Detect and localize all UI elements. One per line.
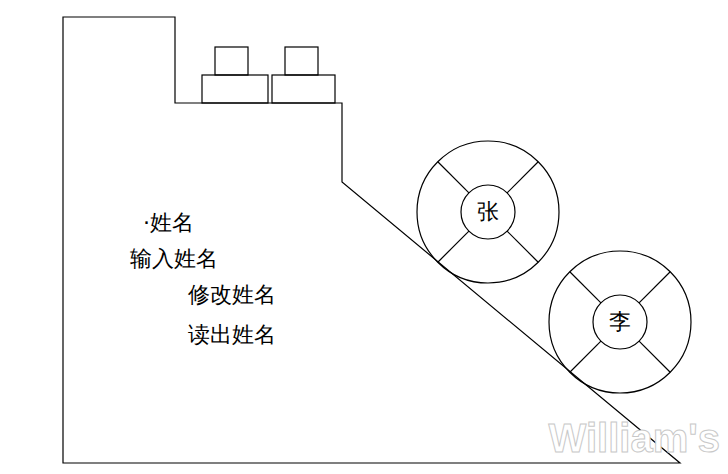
wheel-rim: [417, 141, 559, 283]
wheel-spoke: [507, 231, 538, 262]
block-top: [215, 47, 248, 75]
wheel-spoke: [438, 162, 469, 193]
body-shape: [63, 17, 680, 463]
block-top: [285, 47, 318, 75]
wheel-label: 李: [548, 250, 692, 394]
method-text: 输入姓名: [130, 246, 218, 272]
class-body: ·姓名输入姓名修改姓名读出姓名: [63, 17, 681, 464]
wheel-spoke: [639, 272, 670, 303]
block-base: [272, 75, 335, 103]
watermark: William's: [549, 416, 720, 461]
method-text: 修改姓名: [188, 282, 276, 308]
wheel-rim: [549, 251, 691, 393]
wheel-spoke: [639, 341, 670, 372]
wheel-circle: 李: [548, 250, 692, 394]
wheel-spoke: [570, 341, 601, 372]
wheel-spoke: [570, 272, 601, 303]
wheel-spoke: [507, 162, 538, 193]
body-outline: [63, 17, 681, 464]
block-base: [202, 75, 268, 103]
method-text: 读出姓名: [188, 322, 276, 348]
attribute-text: ·姓名: [143, 210, 194, 236]
wheel-spoke: [438, 231, 469, 262]
wheel-label: 张: [416, 140, 560, 284]
wheel-circle: 张: [416, 140, 560, 284]
